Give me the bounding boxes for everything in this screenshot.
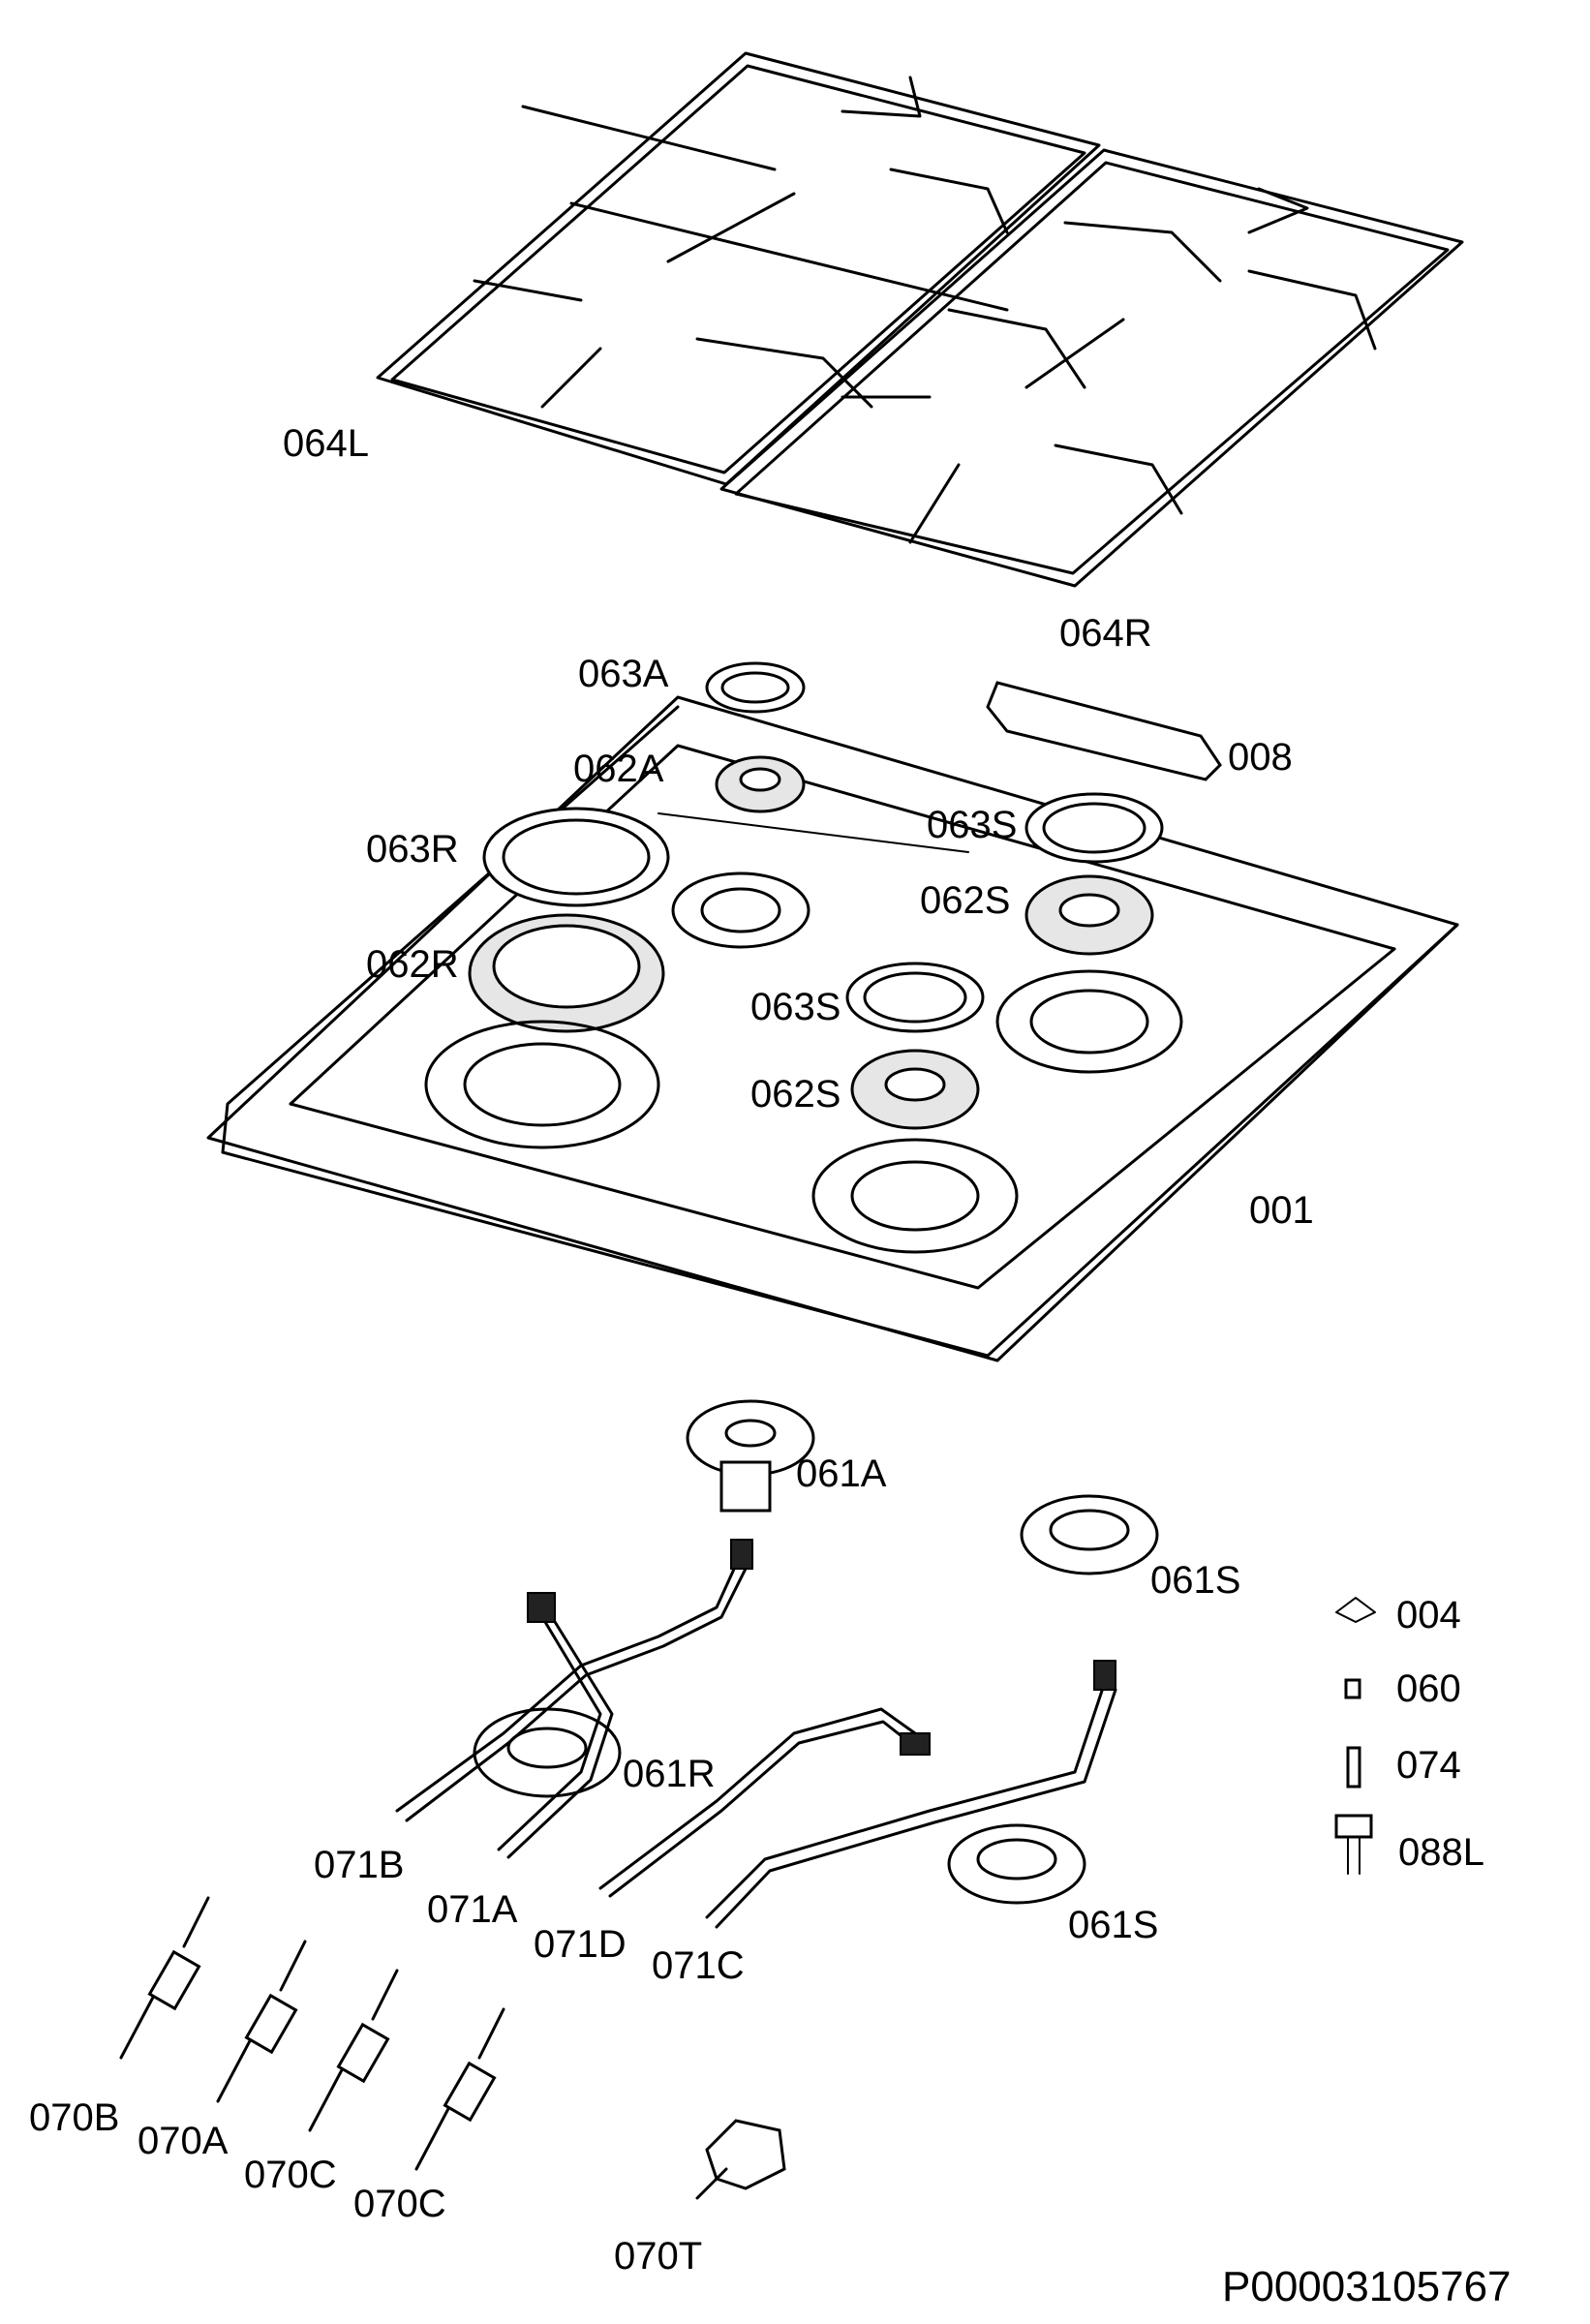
gas-tap-070A bbox=[216, 1940, 307, 2103]
label-063A: 063A bbox=[578, 653, 669, 695]
label-070T: 070T bbox=[614, 2235, 703, 2278]
burner-seat-rear-right bbox=[995, 969, 1183, 1074]
pan-support-right bbox=[719, 148, 1464, 588]
label-071B: 071B bbox=[314, 1844, 405, 1886]
burner-cup-061S-bottom bbox=[947, 1823, 1086, 1905]
part-088L bbox=[1334, 1814, 1373, 1875]
label-071C: 071C bbox=[652, 1944, 745, 1987]
label-074: 074 bbox=[1396, 1744, 1461, 1787]
label-063S-mid: 063S bbox=[750, 986, 841, 1028]
label-061S-top: 061S bbox=[1150, 1559, 1241, 1602]
label-088L: 088L bbox=[1398, 1831, 1484, 1874]
burner-crown-062S-top bbox=[1024, 874, 1154, 956]
burner-crown-062A bbox=[715, 755, 806, 813]
label-070A: 070A bbox=[138, 2120, 229, 2162]
label-071A: 071A bbox=[427, 1888, 518, 1931]
hob-top-plate bbox=[206, 695, 1459, 1362]
burner-cap-063S-mid bbox=[845, 962, 985, 1033]
burner-cup-061S-top bbox=[1020, 1494, 1159, 1575]
label-062A: 062A bbox=[573, 748, 664, 790]
pan-support-left bbox=[376, 51, 1101, 486]
label-063R: 063R bbox=[366, 828, 459, 871]
label-008: 008 bbox=[1228, 736, 1293, 779]
label-001: 001 bbox=[1249, 1189, 1314, 1232]
gas-pipe-071D bbox=[598, 1707, 931, 1898]
burner-cap-063R bbox=[482, 807, 670, 907]
part-004 bbox=[1335, 1597, 1376, 1623]
label-061A: 061A bbox=[796, 1452, 887, 1495]
gas-pipe-071B bbox=[395, 1539, 753, 1822]
label-070C-1: 070C bbox=[244, 2154, 337, 2196]
label-071D: 071D bbox=[534, 1923, 627, 1966]
label-061S-bottom: 061S bbox=[1068, 1904, 1159, 1946]
label-061R: 061R bbox=[623, 1753, 716, 1795]
part-060 bbox=[1344, 1678, 1361, 1699]
label-062S-mid: 062S bbox=[750, 1073, 841, 1116]
rear-trim-008 bbox=[986, 681, 1222, 781]
burner-seat-front-right bbox=[811, 1138, 1019, 1254]
label-004: 004 bbox=[1396, 1594, 1461, 1636]
burner-crown-062R bbox=[468, 913, 665, 1033]
burner-cap-063S-top bbox=[1024, 792, 1164, 864]
label-062R: 062R bbox=[366, 943, 459, 986]
gas-pipe-071C bbox=[705, 1660, 1117, 1929]
burner-cap-063A bbox=[705, 661, 806, 714]
document-id: P00003105767 bbox=[1222, 2263, 1512, 2310]
label-062S-top: 062S bbox=[920, 879, 1011, 922]
burner-cup-061A bbox=[686, 1399, 815, 1513]
burner-seat-large bbox=[424, 1020, 660, 1149]
gas-tap-070B bbox=[119, 1896, 210, 2060]
thermocouple-tap-070T bbox=[695, 2119, 786, 2200]
part-074 bbox=[1346, 1746, 1361, 1789]
gas-tap-070C-2 bbox=[414, 2007, 505, 2171]
gas-tap-070C-1 bbox=[308, 1969, 399, 2132]
label-063S-top: 063S bbox=[927, 804, 1018, 846]
label-064L: 064L bbox=[283, 422, 369, 465]
label-070B: 070B bbox=[29, 2096, 120, 2139]
label-070C-2: 070C bbox=[353, 2183, 446, 2225]
burner-crown-062S-mid bbox=[850, 1049, 980, 1130]
label-060: 060 bbox=[1396, 1667, 1461, 1710]
gas-pipe-071A bbox=[497, 1592, 614, 1859]
burner-seat-aux bbox=[671, 872, 810, 949]
label-064R: 064R bbox=[1059, 612, 1152, 655]
